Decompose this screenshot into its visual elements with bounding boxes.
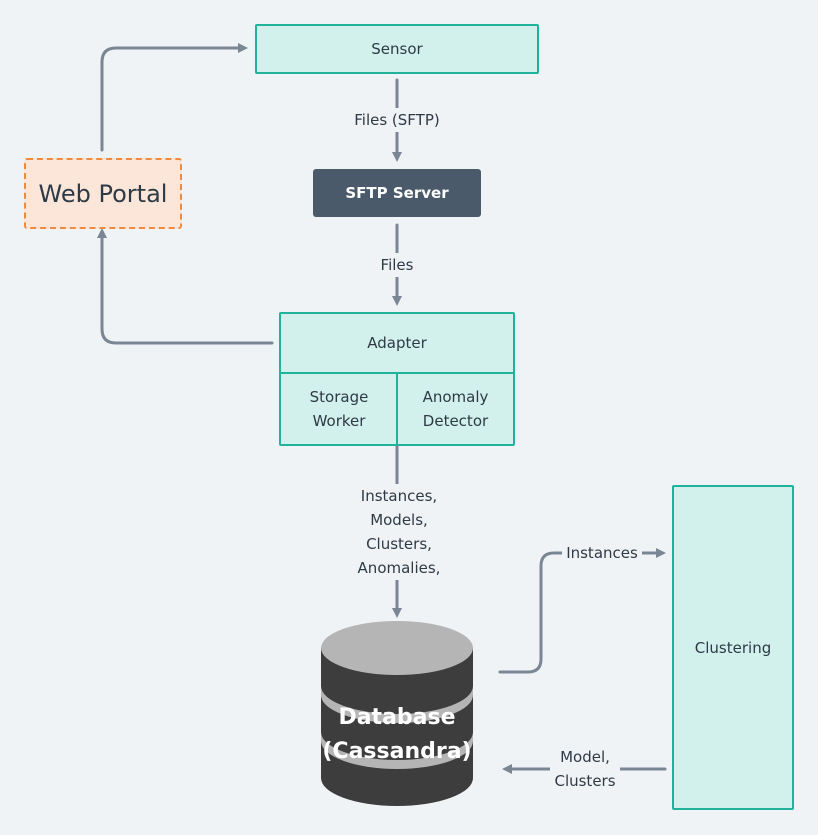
edge-label-files: Files: [374, 253, 420, 277]
storage-worker-line-2: Worker: [312, 412, 366, 430]
edge-label-instances: Instances: [562, 541, 642, 565]
storage-worker-node: Storage Worker: [279, 372, 399, 446]
database-top: [321, 621, 473, 675]
edge-label-line-clusters-2: Clusters: [554, 772, 616, 790]
edge-label-line-clusters: Clusters,: [366, 535, 432, 553]
adapter-node: Adapter: [279, 312, 515, 374]
sftp-server-label: SFTP Server: [345, 184, 449, 202]
database-band-1: [321, 686, 473, 723]
edge-label-files-sftp: Files (SFTP): [346, 108, 448, 132]
clustering-node: Clustering: [672, 485, 794, 810]
sensor-label: Sensor: [371, 40, 423, 58]
edge-label-line-model: Model,: [560, 748, 610, 766]
clustering-label: Clustering: [694, 638, 772, 657]
anomaly-detector-line-1: Anomaly: [422, 388, 489, 406]
edge-label-line-instances: Instances,: [360, 487, 438, 505]
edge-label-line-anomalies: Anomalies,: [357, 559, 441, 577]
web-portal-node: Web Portal: [24, 158, 182, 229]
sensor-node: Sensor: [255, 24, 539, 74]
edge-label-line-models: Models,: [370, 511, 428, 529]
arrow-portal-to-sensor: [100, 43, 248, 152]
database-label-line-1: Database: [338, 705, 455, 730]
arrow-db-to-clustering: [498, 548, 666, 674]
edge-label-model-clusters: Model, Clusters: [550, 745, 620, 793]
database-body: [321, 648, 473, 806]
database-band-2: [321, 732, 473, 769]
storage-worker-line-1: Storage: [309, 388, 369, 406]
anomaly-detector-node: Anomaly Detector: [396, 372, 515, 446]
web-portal-label: Web Portal: [38, 179, 168, 208]
anomaly-detector-line-2: Detector: [422, 412, 489, 430]
arrow-adapter-to-portal: [97, 228, 274, 345]
sftp-server-node: SFTP Server: [313, 169, 481, 217]
adapter-label: Adapter: [367, 334, 427, 352]
database-label-line-2: (Cassandra): [322, 739, 471, 764]
edge-label-adapter-to-db: Instances, Models, Clusters, Anomalies,: [347, 484, 451, 580]
database-node: Database (Cassandra): [321, 621, 473, 806]
